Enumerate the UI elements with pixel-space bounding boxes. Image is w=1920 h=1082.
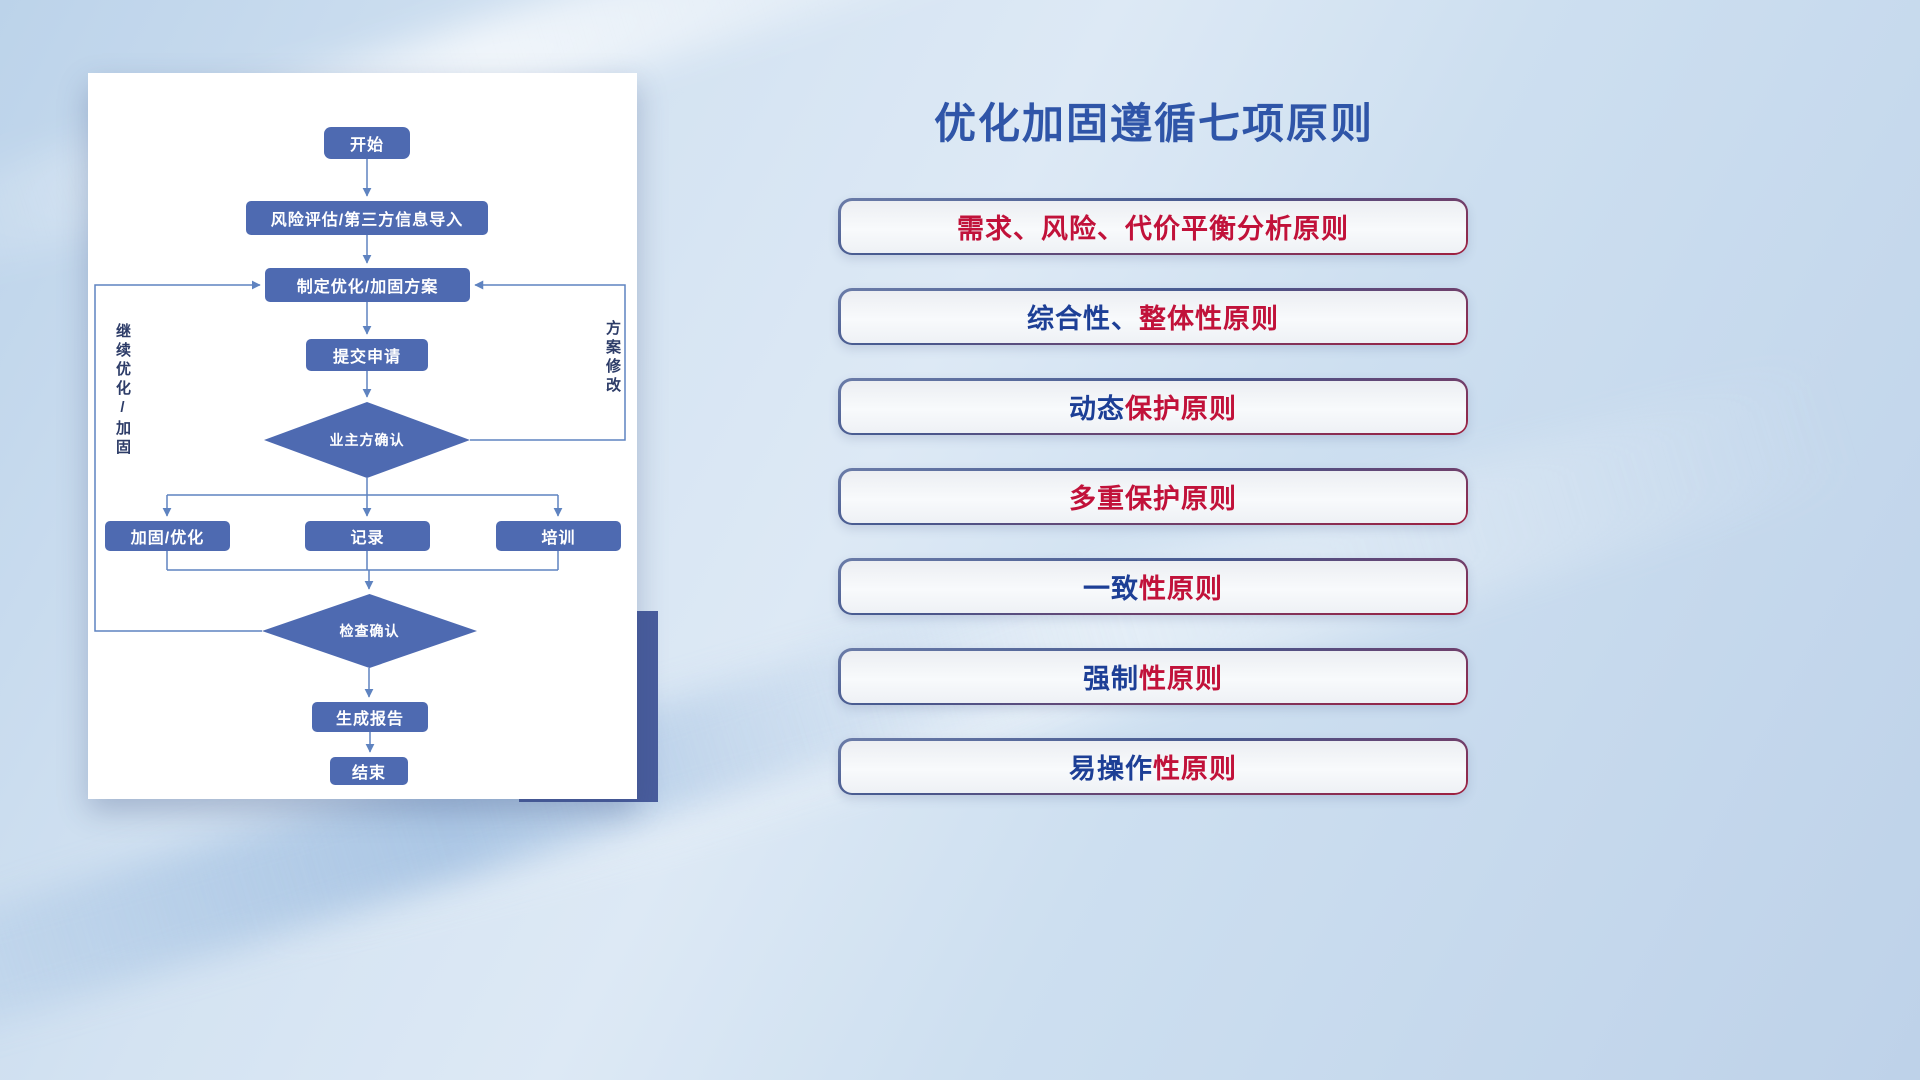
flow-node-make-plan: 制定优化/加固方案 xyxy=(265,268,470,302)
principle-card: 需求、风险、代价平衡分析原则 xyxy=(838,198,1468,255)
principle-card: 一致性原则 xyxy=(838,558,1468,615)
principle-label: 易操作性原则 xyxy=(841,741,1466,793)
principles-list: 需求、风险、代价平衡分析原则综合性、整体性原则动态保护原则多重保护原则一致性原则… xyxy=(838,198,1468,828)
page-title: 优化加固遵循七项原则 xyxy=(840,90,1468,151)
flow-node-start: 开始 xyxy=(324,127,410,159)
flow-node-risk-import: 风险评估/第三方信息导入 xyxy=(246,201,488,235)
principle-label: 一致性原则 xyxy=(841,561,1466,613)
flow-node-submit: 提交申请 xyxy=(306,339,428,371)
principle-card: 动态保护原则 xyxy=(838,378,1468,435)
principle-label: 多重保护原则 xyxy=(841,471,1466,523)
principle-card: 易操作性原则 xyxy=(838,738,1468,795)
flow-label-continue-loop: 继续优化/加固 xyxy=(112,323,133,458)
principle-label: 动态保护原则 xyxy=(841,381,1466,433)
flow-node-report: 生成报告 xyxy=(312,702,428,732)
flow-node-end: 结束 xyxy=(330,757,408,785)
flow-node-training: 培训 xyxy=(496,521,621,551)
flow-node-reinforce: 加固/优化 xyxy=(105,521,230,551)
principle-label: 强制性原则 xyxy=(841,651,1466,703)
principle-card: 多重保护原则 xyxy=(838,468,1468,525)
principle-label: 需求、风险、代价平衡分析原则 xyxy=(841,201,1466,253)
flowchart-card: 开始 风险评估/第三方信息导入 制定优化/加固方案 提交申请 业主方确认 加固/… xyxy=(88,73,637,799)
principle-label: 综合性、整体性原则 xyxy=(841,291,1466,343)
principle-card: 强制性原则 xyxy=(838,648,1468,705)
flow-node-record: 记录 xyxy=(305,521,430,551)
flow-label-plan-revision: 方案修改 xyxy=(602,320,623,396)
principle-card: 综合性、整体性原则 xyxy=(838,288,1468,345)
